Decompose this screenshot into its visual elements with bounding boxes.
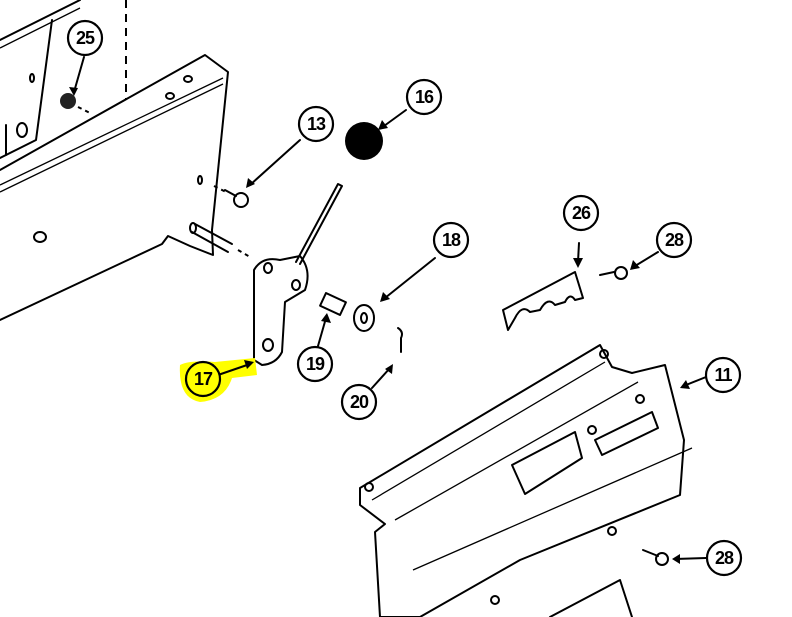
callout-11[interactable]: 11	[704, 356, 742, 394]
control-panel-part	[359, 344, 693, 617]
screw-part-upper	[599, 266, 628, 280]
leader-lines	[69, 56, 707, 564]
lever-bracket-part	[253, 183, 343, 366]
cotter-pin-part	[397, 327, 403, 353]
callout-17[interactable]: 17	[184, 360, 222, 398]
callout-28-upper[interactable]: 28	[655, 221, 693, 259]
svg-text:18: 18	[442, 230, 461, 250]
screw-part-lower	[642, 549, 669, 566]
callout-19[interactable]: 19	[296, 345, 334, 383]
callout-18[interactable]: 18	[432, 221, 470, 259]
bolt-part	[213, 185, 249, 208]
callout-28-lower[interactable]: 28	[705, 539, 743, 577]
callout-26[interactable]: 26	[562, 194, 600, 232]
washer-part	[353, 304, 375, 332]
knob-part	[345, 122, 383, 160]
svg-text:19: 19	[306, 354, 325, 374]
callout-20[interactable]: 20	[340, 383, 378, 421]
svg-text:16: 16	[415, 87, 434, 107]
svg-text:28: 28	[665, 230, 684, 250]
callout-13[interactable]: 13	[297, 105, 335, 143]
notched-plate-part	[502, 271, 584, 331]
back-panel	[0, 0, 229, 321]
svg-text:11: 11	[714, 365, 732, 385]
svg-text:28: 28	[715, 548, 734, 568]
svg-text:17: 17	[194, 369, 213, 389]
svg-text:20: 20	[350, 392, 369, 412]
callout-16[interactable]: 16	[405, 78, 443, 116]
nut-part	[60, 93, 93, 115]
svg-text:13: 13	[307, 114, 326, 134]
svg-text:25: 25	[76, 28, 95, 48]
svg-text:26: 26	[572, 203, 591, 223]
callout-25[interactable]: 25	[66, 19, 104, 57]
spring-part	[319, 292, 347, 316]
stud-part	[189, 222, 251, 258]
